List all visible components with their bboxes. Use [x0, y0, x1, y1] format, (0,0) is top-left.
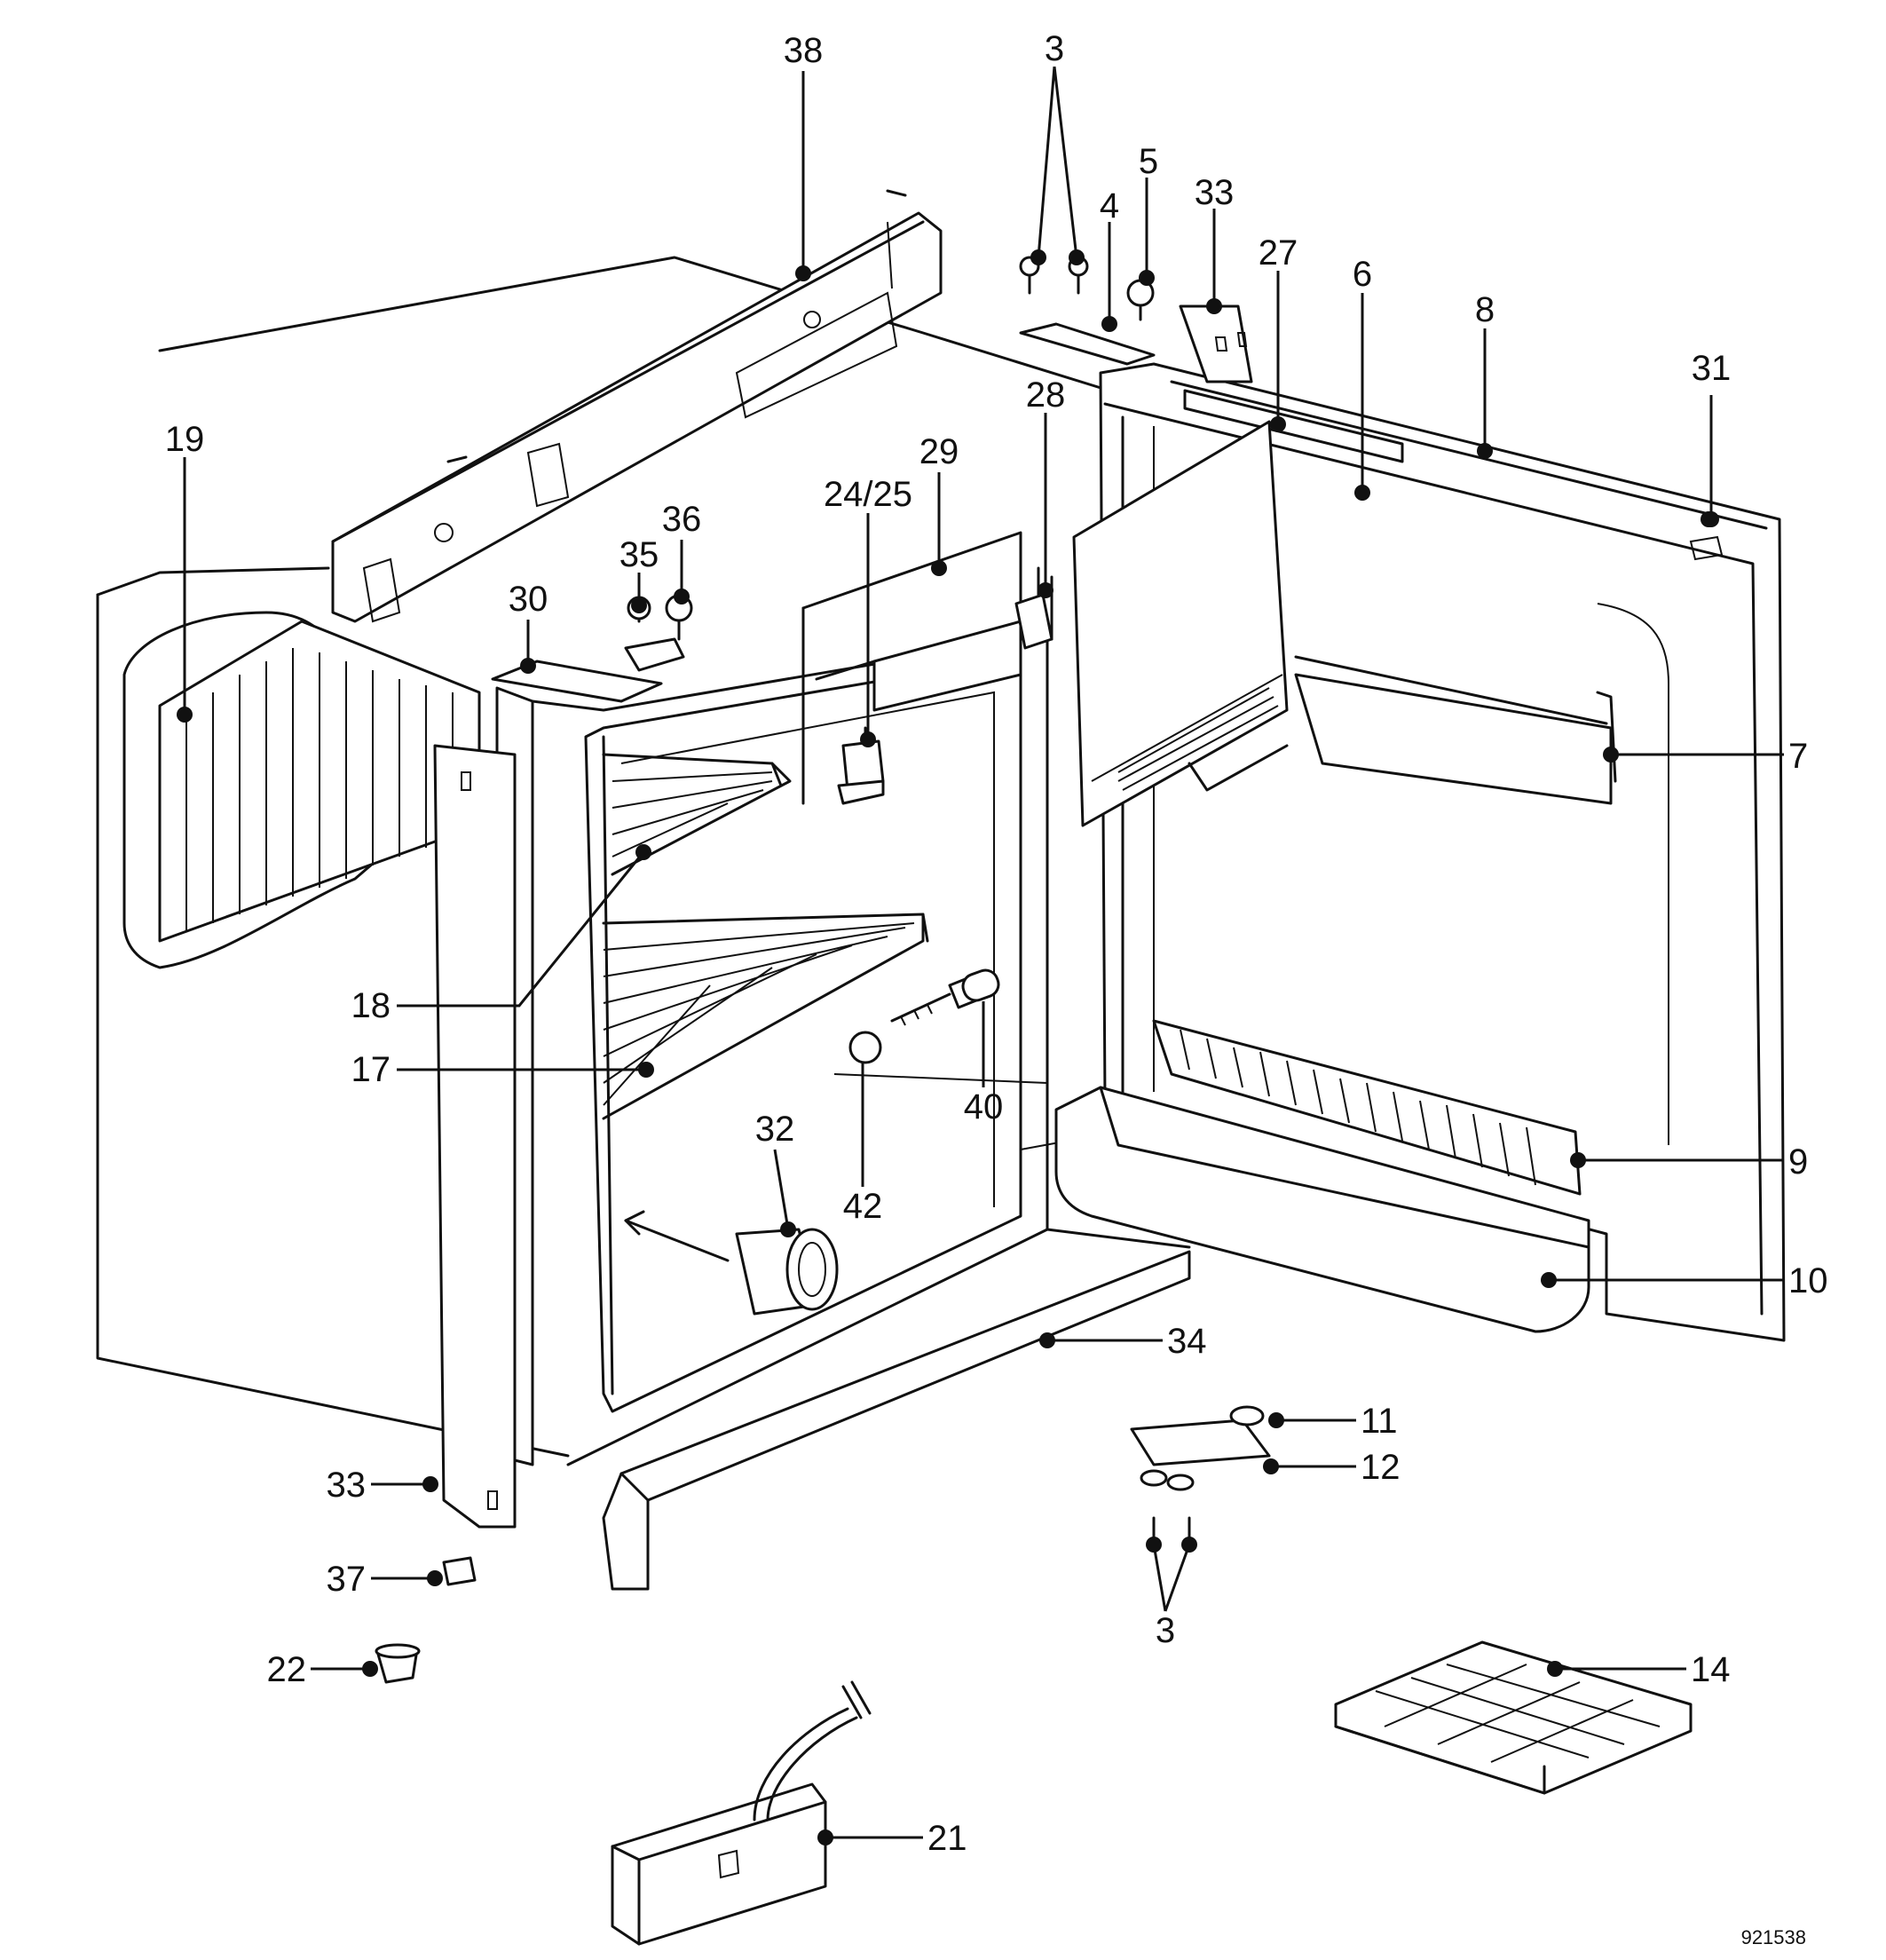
label-10: 10: [1788, 1261, 1828, 1300]
label-18: 18: [351, 986, 391, 1025]
drip-tray: [611, 1680, 872, 1946]
figure-code: 921538: [1741, 1926, 1806, 1948]
callouts: 38 3 5 4 33 27 6 8 31 19 28 29 24/25 36 …: [165, 29, 1828, 1948]
label-14: 14: [1691, 1650, 1731, 1689]
label-12: 12: [1361, 1448, 1401, 1487]
hinge-24-25: [837, 726, 885, 805]
label-11: 11: [1361, 1402, 1398, 1441]
label-31: 31: [1692, 349, 1732, 388]
condenser-fins: [122, 611, 481, 969]
label-30: 30: [509, 580, 548, 619]
label-37: 37: [327, 1560, 367, 1599]
label-38: 38: [784, 31, 824, 70]
label-29: 29: [919, 432, 959, 471]
upper-shelf: [602, 753, 792, 876]
label-28: 28: [1026, 375, 1066, 415]
side-strip: [433, 744, 517, 1586]
cap-22: [375, 1643, 421, 1684]
label-22: 22: [267, 1650, 307, 1689]
label-9: 9: [1788, 1142, 1808, 1182]
label-33-bottom: 33: [327, 1466, 367, 1505]
top-door-hinge: [1019, 256, 1253, 383]
label-34: 34: [1167, 1322, 1207, 1361]
label-5: 5: [1139, 142, 1158, 181]
label-6: 6: [1353, 255, 1372, 294]
label-7: 7: [1788, 737, 1808, 776]
lamp-parts: [848, 968, 1000, 1064]
fan-cylinder: [624, 1210, 839, 1316]
label-40: 40: [964, 1087, 1004, 1126]
control-panel: [331, 189, 943, 623]
door: [1054, 362, 1786, 1342]
label-36: 36: [662, 500, 702, 539]
freezer-compartment: [801, 531, 1053, 805]
label-8: 8: [1475, 290, 1495, 329]
label-32: 32: [755, 1110, 795, 1149]
label-42: 42: [843, 1187, 883, 1226]
label-35: 35: [619, 535, 659, 574]
lower-shelf: [602, 913, 929, 1120]
label-33-top: 33: [1195, 173, 1235, 212]
bottom-door-hinge: [1130, 1405, 1271, 1546]
label-24-25: 24/25: [824, 475, 912, 514]
label-17: 17: [351, 1050, 391, 1089]
ice-tray: [1334, 1640, 1693, 1795]
label-3-bottom: 3: [1156, 1611, 1175, 1650]
label-27: 27: [1259, 233, 1298, 273]
label-3-top: 3: [1045, 29, 1064, 68]
label-19: 19: [165, 420, 205, 459]
label-4: 4: [1100, 186, 1119, 225]
label-21: 21: [927, 1819, 967, 1858]
